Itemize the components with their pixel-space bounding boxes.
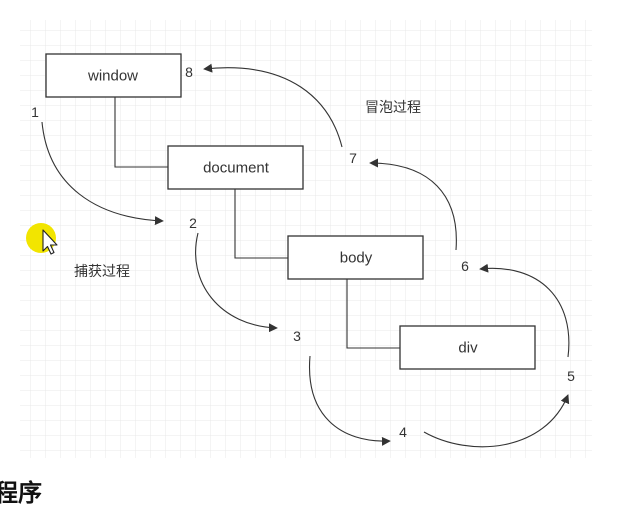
arrow-2-to-3 — [195, 232, 278, 333]
step-number-3: 3 — [293, 328, 301, 344]
connector-body-div — [346, 279, 400, 349]
node-div-label: div — [458, 340, 478, 357]
arrow-4-to-5 — [423, 394, 570, 448]
step-number-6: 6 — [461, 258, 469, 274]
step-number-2: 2 — [189, 215, 197, 231]
node-document: document — [167, 145, 304, 190]
arrow-6-to-7 — [369, 158, 457, 251]
arrow-1-to-2 — [41, 121, 164, 226]
step-number-7: 7 — [349, 150, 357, 166]
mouse-cursor-icon — [26, 223, 58, 255]
step-number-1: 1 — [31, 104, 39, 120]
bubble-phase-label: 冒泡过程 — [365, 100, 421, 116]
step-number-4: 4 — [399, 424, 407, 440]
node-window-label: window — [87, 68, 138, 85]
arrow-3-to-4 — [308, 355, 391, 446]
arrow-7-to-8 — [203, 63, 343, 148]
step-number-8: 8 — [185, 64, 193, 80]
node-div: div — [399, 325, 536, 370]
connector-window-document — [114, 97, 168, 168]
node-document-label: document — [203, 160, 270, 177]
node-body-label: body — [340, 250, 373, 267]
step-number-5: 5 — [567, 368, 575, 384]
arrow-5-to-6 — [479, 263, 570, 358]
node-body: body — [287, 235, 424, 280]
bottom-heading-fragment: 程序 — [0, 479, 42, 507]
node-window: window — [45, 53, 182, 98]
connector-document-body — [234, 189, 288, 259]
capture-phase-label: 捕获过程 — [74, 264, 130, 280]
